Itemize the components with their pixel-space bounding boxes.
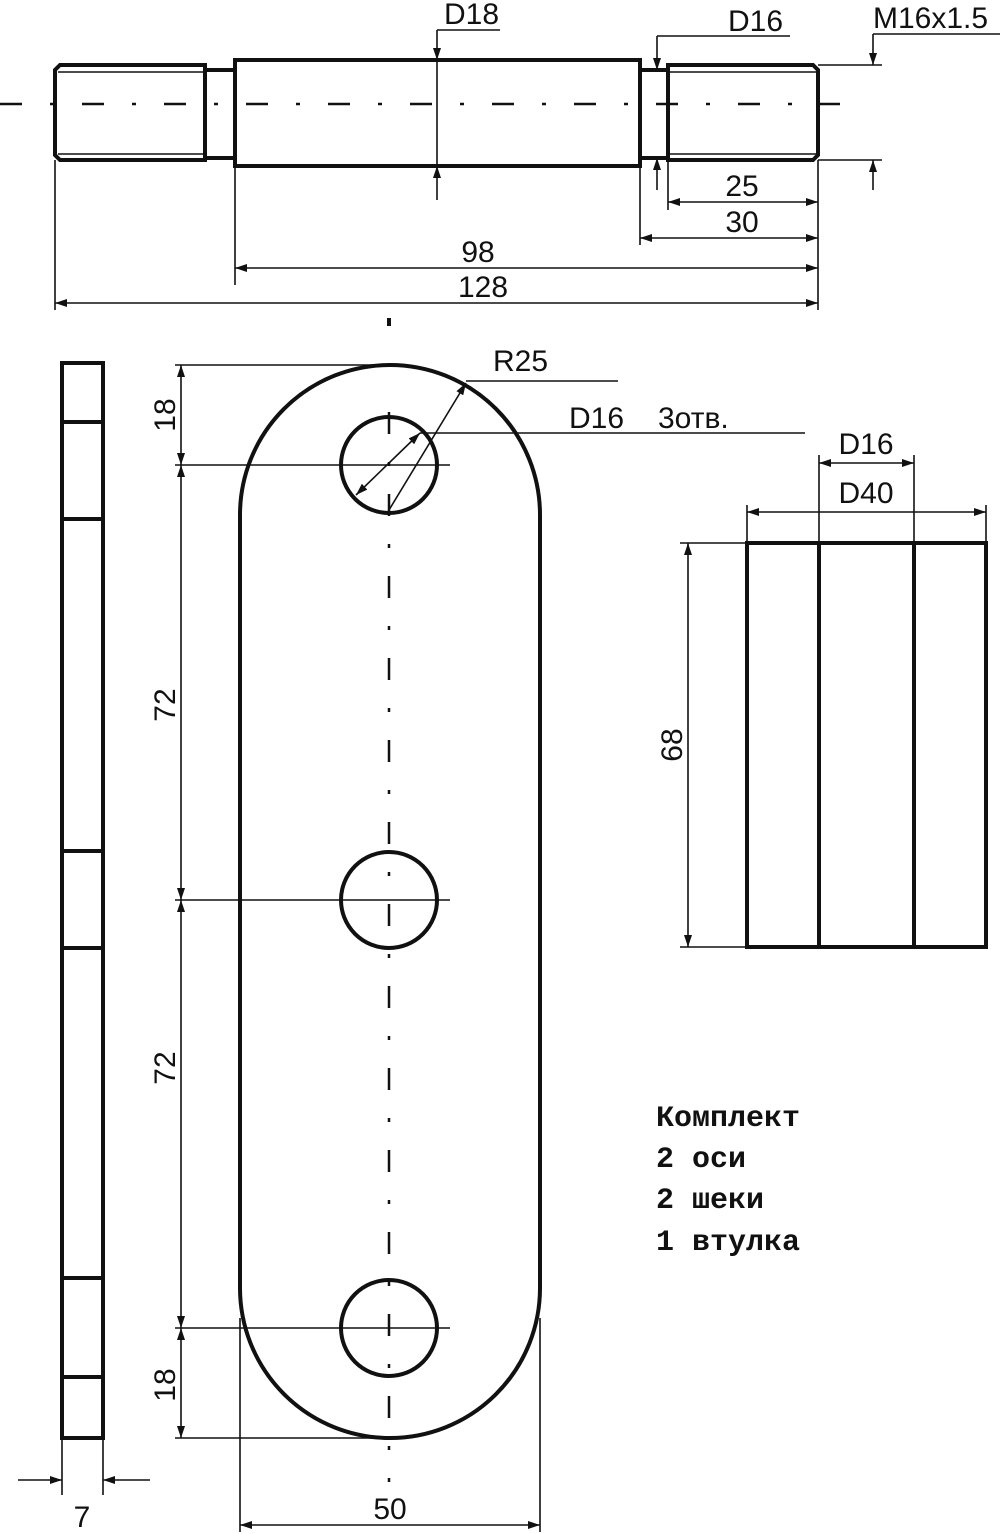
left-thread	[53, 63, 207, 162]
dim-pitch-2: 72	[149, 1051, 182, 1084]
dim-hole-count: 3отв.	[658, 402, 729, 435]
dim-pitch-1: 72	[149, 688, 182, 721]
bushing-view: D16 D40 68	[656, 428, 988, 949]
kit-list: Комплект 2 оси 2 шеки 1 втулка	[656, 1102, 800, 1260]
dim-total-length: 128	[458, 271, 508, 304]
dim-top-offset: 18	[149, 398, 182, 431]
dim-thread-length: 25	[725, 170, 758, 203]
kit-item: 1 втулка	[656, 1226, 800, 1260]
plate-side-view: 7	[18, 361, 150, 1534]
kit-title: Комплект	[656, 1102, 800, 1136]
plate-front-view: 18 72 72 18 50 R25 D16 3отв.	[149, 345, 805, 1532]
plate-outline	[238, 363, 542, 1440]
dim-bushing-outer: D40	[838, 477, 893, 510]
bushing-outline	[745, 541, 988, 949]
dim-plate-width: 50	[373, 1493, 406, 1526]
dim-bottom-offset: 18	[149, 1368, 182, 1401]
dim-thread: M16x1.5	[873, 2, 988, 35]
dim-bushing-inner: D16	[838, 428, 893, 461]
dim-radius: R25	[493, 345, 548, 378]
dim-bushing-length: 68	[656, 728, 689, 761]
dim-neck-diameter: D16	[728, 5, 783, 38]
dim-hole-diameter: D16	[569, 402, 624, 435]
axle-view: D18 D16 M16x1.5 25 30 98 128	[0, 0, 1000, 326]
dim-plate-thickness: 7	[74, 1501, 91, 1534]
dim-end-length: 30	[725, 206, 758, 239]
kit-item: 2 оси	[656, 1143, 746, 1177]
right-thread	[666, 63, 820, 162]
dim-shaft-diameter: D18	[444, 0, 499, 31]
left-neck	[203, 68, 237, 160]
right-neck	[638, 68, 670, 160]
kit-item: 2 шеки	[656, 1184, 764, 1218]
dim-shoulder-length: 98	[461, 236, 494, 269]
